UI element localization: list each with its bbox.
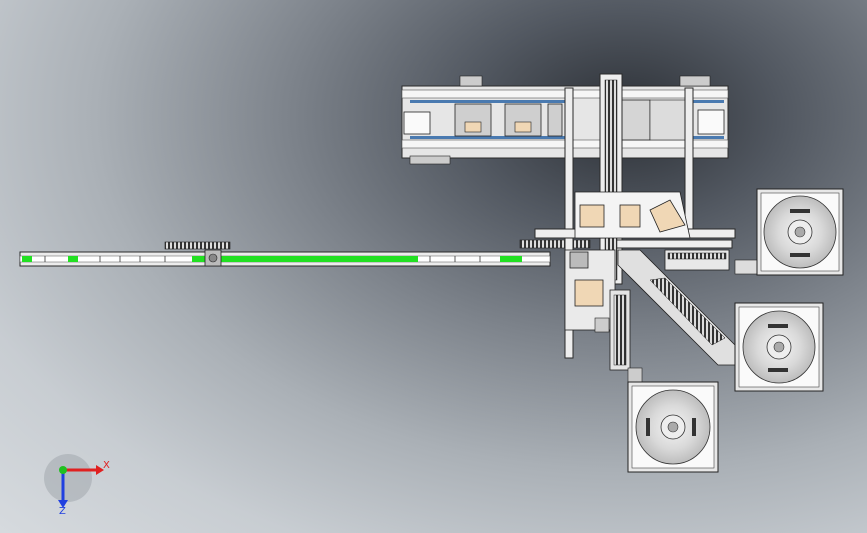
conveyor-highlight-segment (192, 256, 418, 262)
conveyor-highlight-segment (68, 256, 78, 262)
lower-feeder (594, 289, 643, 383)
diagonal-conveyor (617, 249, 758, 366)
z-axis-label: Z (59, 506, 66, 517)
x-axis-arrow (96, 465, 104, 475)
infeed-conveyor (19, 239, 591, 267)
x-axis-label: X (103, 460, 110, 471)
conveyor-highlight-segment (22, 256, 32, 262)
conveyor-highlight-segment (500, 256, 522, 262)
coordinate-triad: X Z (44, 454, 110, 517)
bowl-feeder-2 (734, 302, 824, 392)
y-axis-dot (59, 466, 67, 474)
z-axis-arrow (58, 500, 68, 508)
central-station (564, 191, 691, 331)
chain-guide (164, 241, 231, 250)
bowl-feeder-1 (756, 188, 844, 276)
bowl-feeder-3 (627, 381, 719, 473)
